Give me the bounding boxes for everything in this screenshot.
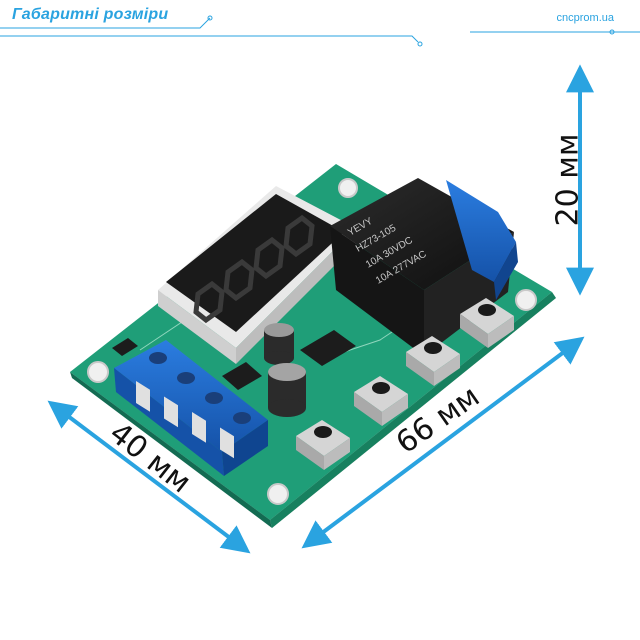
led-display [158, 186, 356, 364]
button-k1 [296, 420, 350, 470]
header-title: Габаритні розміри [12, 6, 169, 23]
height-dimension-label: 20 мм [550, 133, 586, 227]
capacitors [264, 323, 306, 417]
button-k3 [406, 336, 460, 386]
width-arrow [47, 400, 251, 554]
header-decoration [0, 15, 640, 47]
length-arrow [301, 336, 585, 549]
button-k2 [354, 376, 408, 426]
button-k4 [460, 298, 514, 348]
tactile-buttons [296, 298, 514, 470]
input-terminal-block [114, 340, 268, 476]
ic-chips [112, 330, 356, 390]
relay-terminal-block [446, 180, 518, 300]
site-name: cncprom.ua [556, 12, 614, 24]
